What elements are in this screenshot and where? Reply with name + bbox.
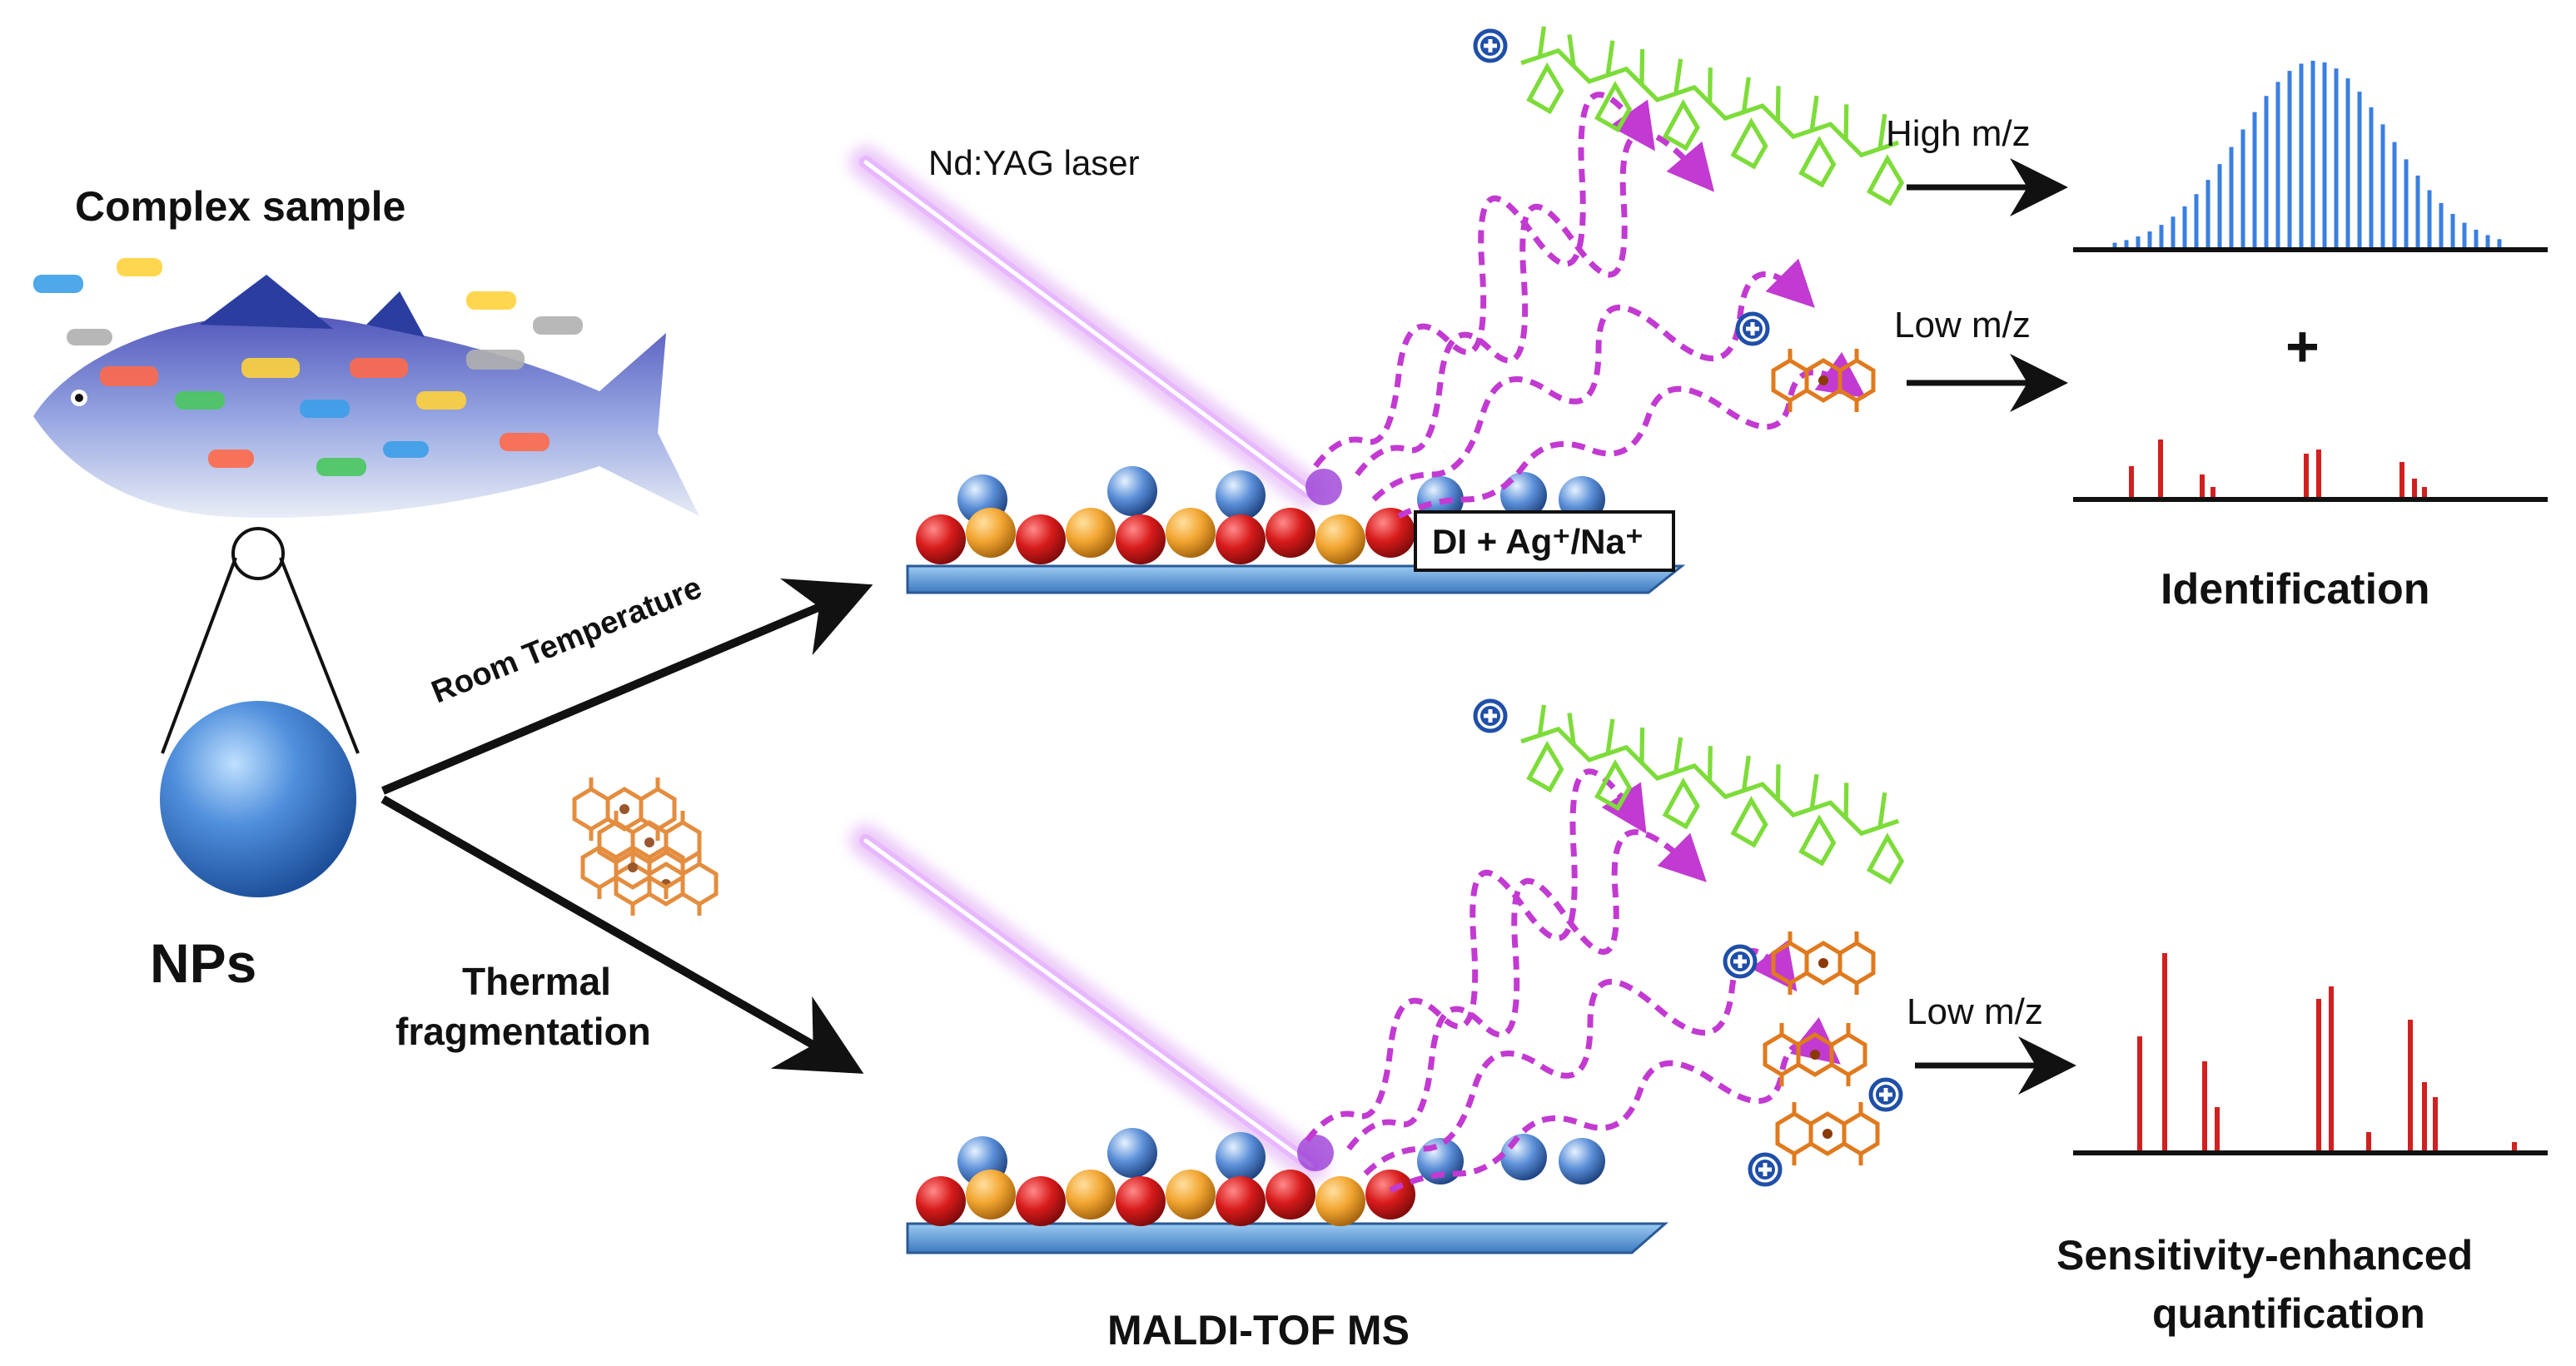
zoom-lines bbox=[161, 557, 360, 754]
high-mz-spectrum bbox=[2073, 61, 2548, 252]
plus-ion-icon bbox=[1475, 31, 1505, 61]
analyte-pills bbox=[33, 258, 583, 476]
maldi-tof-label: MALDI-TOF MS bbox=[1107, 1307, 1410, 1354]
low-mz-label-top: Low m/z bbox=[1894, 305, 2031, 345]
thermal-label: Thermal bbox=[462, 960, 611, 1003]
fish-icon bbox=[33, 258, 699, 580]
plus-ion-icon bbox=[1725, 946, 1755, 976]
low-mz-spectrum-top bbox=[2073, 440, 2548, 502]
desorption-arrows-top bbox=[1313, 92, 1867, 519]
nanoparticle-icon bbox=[160, 701, 356, 897]
plus-sign: + bbox=[2285, 314, 2320, 379]
plus-ion-icon bbox=[1738, 314, 1768, 344]
fragmentation-label: fragmentation bbox=[395, 1010, 651, 1053]
fragment-ions-bottom bbox=[1725, 931, 1901, 1185]
plus-ion-icon bbox=[1475, 701, 1505, 731]
desorption-arrows-bottom bbox=[1305, 768, 1841, 1194]
plus-ion-icon bbox=[1750, 1155, 1780, 1185]
sensitivity-label: Sensitivity-enhanced bbox=[2056, 1232, 2473, 1279]
quantification-label: quantification bbox=[2152, 1290, 2425, 1337]
low-mz-spectrum-bottom bbox=[2073, 953, 2548, 1155]
maldi-plate-bottom bbox=[906, 1128, 1668, 1254]
laser-beam-icon-bottom bbox=[849, 824, 1328, 1182]
laser-beam-icon bbox=[849, 146, 1324, 508]
polymer-ion-top bbox=[1475, 24, 1917, 205]
room-temp-arrow bbox=[381, 578, 873, 795]
svg-text:DI + Ag⁺/Na⁺: DI + Ag⁺/Na⁺ bbox=[1432, 522, 1644, 561]
nps-label: NPs bbox=[150, 932, 256, 994]
complex-sample-label: Complex sample bbox=[75, 183, 405, 230]
thermal-arrow bbox=[380, 795, 864, 1074]
polymer-ion-bottom bbox=[1475, 701, 1917, 883]
fragment-ion-top bbox=[1738, 314, 1873, 412]
di-ag-na-box: DI + Ag⁺/Na⁺ bbox=[1414, 510, 1675, 572]
room-temperature-label: Room Temperature bbox=[427, 570, 707, 710]
laser-label: Nd:YAG laser bbox=[928, 143, 1140, 182]
fragment-cloud-icon bbox=[574, 777, 716, 916]
plus-ion-icon bbox=[1871, 1080, 1901, 1110]
low-mz-label-bottom: Low m/z bbox=[1907, 991, 2043, 1032]
high-mz-label: High m/z bbox=[1886, 113, 2031, 154]
identification-label: Identification bbox=[2161, 565, 2430, 613]
